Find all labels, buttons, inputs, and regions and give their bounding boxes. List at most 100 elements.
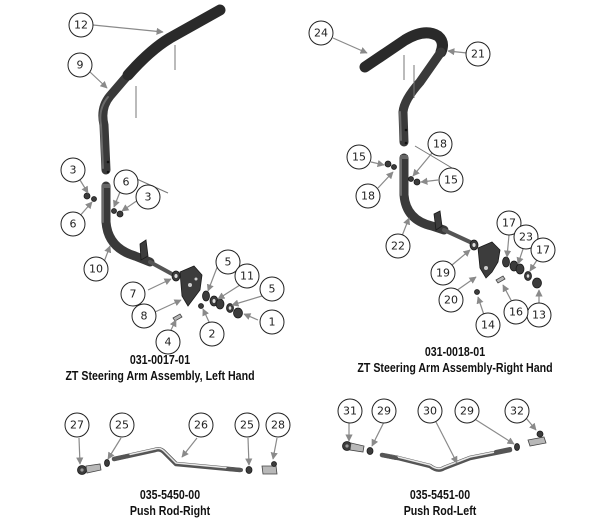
- svg-text:6: 6: [70, 218, 77, 231]
- callout-22: 22: [385, 233, 411, 259]
- callout-28: 28: [265, 412, 291, 438]
- callout-14: 14: [475, 312, 501, 338]
- lower-arm-10: [101, 181, 155, 267]
- svg-text:32: 32: [510, 405, 524, 418]
- svg-text:23: 23: [519, 231, 533, 244]
- svg-text:25: 25: [115, 419, 129, 432]
- svg-text:4: 4: [165, 336, 172, 349]
- svg-text:13: 13: [532, 309, 546, 322]
- handle-tube-9: [98, 70, 133, 175]
- callout-11: 11: [234, 263, 260, 289]
- left-steering-arm-drawing: [83, 4, 243, 322]
- push-rod-right-part-number: 035-5450-00: [139, 488, 201, 502]
- svg-text:27: 27: [70, 419, 84, 432]
- callout-10: 10: [83, 256, 109, 282]
- push-rod-left-callouts: 31 29 30 29 32: [337, 398, 537, 464]
- push-rod-right-caption: 035-5450-00 Push Rod-Right: [111, 487, 230, 519]
- svg-text:17: 17: [536, 244, 550, 257]
- callout-24: 24: [308, 20, 334, 46]
- svg-text:29: 29: [377, 405, 391, 418]
- callout-5: 5: [215, 249, 241, 275]
- callout-17b: 17: [530, 237, 556, 263]
- callout-26: 26: [188, 412, 214, 438]
- callout-25: 25: [109, 412, 135, 438]
- push-rod-right-title: Push Rod-Right: [129, 504, 211, 518]
- callout-4: 4: [155, 329, 181, 355]
- callout-18b: 18: [355, 183, 381, 209]
- push-rod-left-title: Push Rod-Left: [403, 504, 477, 518]
- callout-25b: 25: [234, 412, 260, 438]
- callout-3: 3: [60, 157, 86, 183]
- right-assembly-title: ZT Steering Arm Assembly-Right Hand: [357, 361, 553, 375]
- grip-12: [122, 4, 226, 81]
- svg-text:9: 9: [77, 59, 84, 72]
- svg-text:30: 30: [423, 405, 437, 418]
- push-rod-right-callouts: 27 25 26 25 28: [64, 412, 291, 466]
- callout-17: 17: [496, 210, 522, 236]
- right-assembly-part-number: 031-0018-01: [424, 345, 486, 359]
- grip-24: [359, 27, 448, 73]
- callout-20: 20: [438, 287, 464, 313]
- callout-3b: 3: [135, 184, 161, 210]
- svg-text:24: 24: [314, 27, 328, 40]
- svg-text:31: 31: [343, 405, 357, 418]
- callout-32: 32: [504, 398, 530, 424]
- callout-2: 2: [199, 321, 225, 347]
- left-assembly-part-number: 031-0017-01: [129, 353, 191, 367]
- callout-30: 30: [417, 398, 443, 424]
- svg-text:17: 17: [502, 217, 516, 230]
- callout-6b: 6: [60, 211, 86, 237]
- svg-text:1: 1: [269, 316, 276, 329]
- callout-1: 1: [259, 309, 285, 335]
- callout-8: 8: [131, 303, 157, 329]
- svg-text:6: 6: [123, 176, 130, 189]
- svg-text:11: 11: [240, 270, 254, 283]
- right-assembly-caption: 031-0018-01 ZT Steering Arm Assembly-Rig…: [345, 344, 566, 376]
- right-callouts: 24 21 18 15 15 18 22 17 23 17 19 20 13 1…: [308, 20, 556, 338]
- svg-text:29: 29: [460, 405, 474, 418]
- callout-16: 16: [503, 299, 529, 325]
- callout-27: 27: [64, 412, 90, 438]
- callout-29: 29: [371, 398, 397, 424]
- svg-text:3: 3: [145, 191, 152, 204]
- svg-text:25: 25: [240, 419, 254, 432]
- callout-5b: 5: [259, 276, 285, 302]
- svg-text:28: 28: [271, 419, 285, 432]
- svg-text:7: 7: [130, 288, 137, 301]
- svg-text:19: 19: [436, 267, 450, 280]
- svg-text:15: 15: [444, 174, 458, 187]
- svg-text:12: 12: [74, 19, 88, 32]
- svg-text:2: 2: [209, 328, 216, 341]
- callout-31: 31: [337, 398, 363, 424]
- svg-text:21: 21: [471, 48, 485, 61]
- svg-text:22: 22: [391, 240, 405, 253]
- svg-text:5: 5: [269, 283, 276, 296]
- lower-arm-22: [399, 153, 449, 235]
- svg-text:18: 18: [361, 190, 375, 203]
- callout-15b: 15: [438, 167, 464, 193]
- callout-7: 7: [120, 281, 146, 307]
- callout-29b: 29: [454, 398, 480, 424]
- push-rod-left-caption: 035-5451-00 Push Rod-Left: [381, 487, 500, 519]
- callout-21: 21: [465, 41, 491, 67]
- push-rod-left-part-number: 035-5451-00: [409, 488, 471, 502]
- svg-text:14: 14: [481, 319, 495, 332]
- push-rod-left-drawing: [342, 430, 547, 472]
- left-callouts: 12 9 3 6 3 6 10 5 11 5 7 8 1 4 2: [60, 12, 285, 355]
- svg-text:16: 16: [509, 306, 523, 319]
- callout-6: 6: [113, 169, 139, 195]
- push-rod-right-drawing: [77, 447, 278, 475]
- right-steering-arm-drawing: [359, 27, 542, 295]
- svg-text:8: 8: [141, 310, 148, 323]
- svg-text:20: 20: [444, 294, 458, 307]
- callout-23: 23: [513, 224, 539, 250]
- svg-text:18: 18: [433, 138, 447, 151]
- svg-text:5: 5: [225, 256, 232, 269]
- callout-13: 13: [526, 302, 552, 328]
- callout-19: 19: [430, 260, 456, 286]
- svg-text:26: 26: [194, 419, 208, 432]
- svg-text:10: 10: [89, 263, 103, 276]
- svg-text:3: 3: [70, 164, 77, 177]
- steering-block-20: [477, 241, 501, 279]
- callout-12: 12: [68, 12, 94, 38]
